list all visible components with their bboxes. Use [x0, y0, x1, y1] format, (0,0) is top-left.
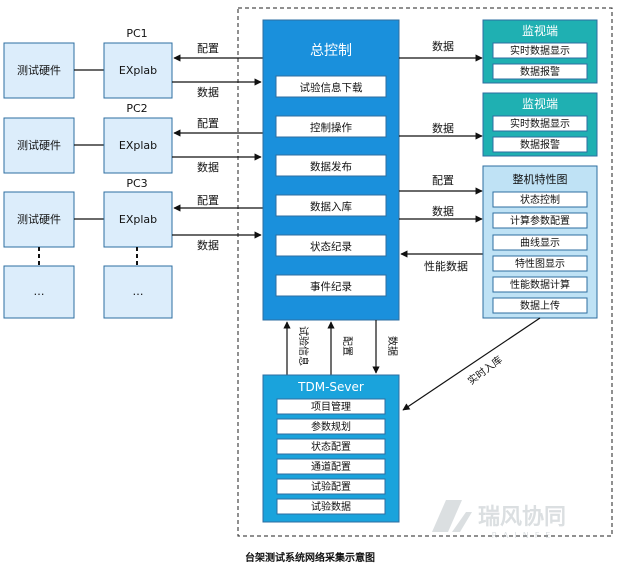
master-item: 事件纪录 [275, 274, 387, 297]
diagram-caption: 台架测试系统网络采集示意图 [245, 553, 375, 564]
hardware-label: 测试硬件 [17, 139, 61, 152]
machine-item: 状态控制 [520, 193, 560, 206]
tdm-server: TDM-Sever 项目管理 参数规划 状态配置 通道配置 试验配置 试验数据 [262, 374, 400, 523]
label-perf-data: 性能数据 [424, 259, 468, 273]
label-config-machine: 配置 [432, 174, 454, 187]
pc1-app: EXplab [119, 64, 157, 77]
svg-text:控制操作: 控制操作 [310, 121, 352, 134]
watermark-logo: 瑞风协同 RAINFE [432, 500, 566, 540]
pc-box-more: … [103, 265, 173, 319]
machine-item: 计算参数配置 [510, 214, 570, 227]
svg-text:事件纪录: 事件纪录 [310, 280, 352, 293]
monitor1-item: 数据报警 [520, 65, 560, 78]
pc-ellipsis: … [133, 285, 144, 298]
tdm-item: 参数规划 [311, 420, 351, 433]
pc3-app: EXplab [119, 213, 157, 226]
monitor-1: 监视端 实时数据显示 数据报警 [482, 19, 598, 84]
label-config-tdm: 配置 [341, 336, 353, 356]
master-item: 控制操作 [275, 115, 387, 138]
hardware-box-1: 测试硬件 [3, 42, 75, 99]
tdm-item: 试验配置 [311, 480, 351, 493]
machine-title: 整机特性图 [513, 172, 568, 186]
master-title: 总控制 [310, 43, 352, 59]
system-boundary [237, 7, 613, 537]
label-data-monitor1: 数据 [432, 39, 454, 53]
hardware-ellipsis: … [34, 285, 45, 298]
label-test-info: 试验信息 [297, 326, 310, 366]
label-config-pc1: 配置 [197, 42, 219, 55]
pc1-title: PC1 [126, 27, 147, 40]
monitor1-item: 实时数据显示 [510, 44, 570, 57]
tdm-item: 试验数据 [311, 500, 351, 513]
monitor2-item: 数据报警 [520, 138, 560, 151]
machine-item: 性能数据计算 [510, 278, 570, 291]
tdm-item: 状态配置 [311, 440, 351, 453]
svg-text:数据发布: 数据发布 [310, 160, 352, 173]
label-realtime-storage: 实时入库 [465, 353, 505, 387]
master-item: 试验信息下载 [275, 75, 387, 98]
machine-item: 特性图显示 [515, 257, 565, 270]
label-data-machine: 数据 [432, 204, 454, 218]
pc2-app: EXplab [119, 139, 157, 152]
hardware-label: 测试硬件 [17, 213, 61, 226]
label-config-pc3: 配置 [197, 194, 219, 207]
label-data-pc2: 数据 [197, 160, 219, 174]
watermark-en: RAINFE [492, 531, 557, 540]
machine-item: 曲线显示 [520, 236, 560, 249]
svg-text:试验信息下载: 试验信息下载 [300, 81, 363, 94]
watermark-cn: 瑞风协同 [478, 505, 566, 530]
master-control: 总控制 试验信息下载 控制操作 数据发布 数据入库 状态纪录 事件纪录 [262, 19, 400, 321]
master-item: 数据发布 [275, 154, 387, 177]
tdm-item: 项目管理 [311, 400, 351, 413]
tdm-item: 通道配置 [311, 460, 351, 473]
master-item: 状态纪录 [275, 234, 387, 257]
hardware-box-3: 测试硬件 [3, 191, 75, 248]
label-data-pc1: 数据 [197, 85, 219, 99]
master-item: 数据入库 [275, 194, 387, 217]
label-data-tdm: 数据 [386, 336, 399, 356]
hardware-box-more: … [3, 265, 75, 319]
pc2-box: EXplab [103, 117, 173, 174]
watermark-logo-icon [432, 500, 472, 532]
monitor1-title: 监视端 [522, 23, 558, 38]
hardware-label: 测试硬件 [17, 64, 61, 77]
monitor-2: 监视端 实时数据显示 数据报警 [482, 92, 598, 157]
pc3-title: PC3 [126, 177, 147, 190]
monitor2-title: 监视端 [522, 96, 558, 111]
svg-text:状态纪录: 状态纪录 [310, 240, 352, 253]
label-config-pc2: 配置 [197, 117, 219, 130]
pc1-box: EXplab [103, 42, 173, 99]
label-data-pc3: 数据 [197, 238, 219, 252]
machine-item: 数据上传 [520, 299, 560, 312]
pc3-box: EXplab [103, 191, 173, 248]
monitor2-item: 实时数据显示 [510, 117, 570, 130]
pc2-title: PC2 [126, 102, 147, 115]
arrow-realtime-storage [402, 317, 541, 411]
svg-text:数据入库: 数据入库 [310, 200, 352, 213]
machine-characteristic: 整机特性图 状态控制 计算参数配置 曲线显示 特性图显示 性能数据计算 数据上传 [482, 165, 598, 319]
tdm-title: TDM-Sever [297, 380, 364, 394]
hardware-box-2: 测试硬件 [3, 117, 75, 174]
label-data-monitor2: 数据 [432, 121, 454, 135]
